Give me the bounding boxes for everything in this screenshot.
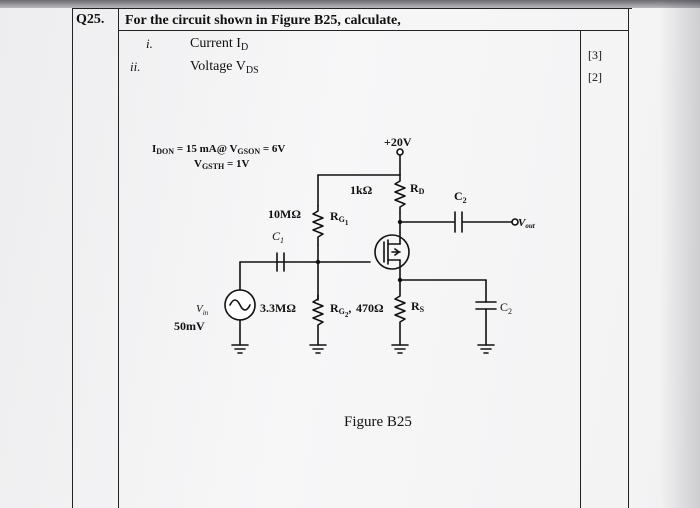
item-2-subscript: DS	[245, 65, 259, 76]
vin-label: Vin	[196, 303, 209, 317]
vout-terminal	[511, 218, 519, 226]
top-shadow	[0, 0, 700, 8]
header-underline	[118, 30, 628, 31]
item-2-marks: [2]	[588, 70, 602, 84]
param-line-2: VGSTH = 1V	[194, 158, 249, 171]
item-1-text: Current ID	[190, 36, 248, 53]
rs-value: 470Ω	[356, 301, 384, 315]
rd-value: 1kΩ	[350, 183, 373, 197]
table-right-border	[628, 8, 629, 508]
rs-label: RS	[411, 299, 425, 314]
rs-resistor	[394, 279, 406, 346]
ground-icon-rg2	[309, 344, 327, 354]
rg1-resistor	[312, 205, 324, 246]
question-prompt: For the circuit shown in Figure B25, cal…	[125, 13, 401, 28]
item-1-number: i.	[146, 36, 153, 51]
rg2-value: 3.3MΩ	[260, 301, 296, 315]
item-1-marks: [3]	[588, 48, 602, 62]
item-2-label: Voltage V	[190, 59, 246, 74]
vdd-label: +20V	[384, 135, 412, 149]
c2-top-label: C2	[454, 189, 467, 205]
figure-caption: Figure B25	[344, 414, 412, 430]
rd-resistor	[394, 174, 406, 214]
rd-label: RD	[410, 181, 425, 196]
ground-icon-c2	[477, 344, 495, 354]
c1-label: C1	[272, 229, 284, 245]
rg2-label: RG2,	[330, 301, 351, 319]
sine-icon	[229, 299, 251, 311]
item-1-label: Current I	[190, 36, 241, 51]
marks-column-divider	[580, 30, 581, 508]
rg2-resistor	[312, 294, 324, 346]
vdd-terminal	[396, 148, 404, 156]
table-top-border	[72, 8, 632, 9]
mosfet-transistor	[374, 234, 410, 270]
ground-icon-vin	[231, 344, 249, 354]
item-2-text: Voltage VDS	[190, 59, 259, 76]
c2-bottom-label: C2	[500, 300, 512, 316]
param-line-1: IDON = 15 mA@ VGSON = 6V	[152, 143, 285, 156]
vin-amplitude: 50mV	[174, 319, 205, 333]
rg1-label: RG1	[330, 209, 349, 227]
rg1-value: 10MΩ	[268, 207, 301, 221]
item-2-number: ii.	[130, 59, 141, 74]
vout-label: Vout	[518, 217, 536, 230]
question-number-divider	[118, 8, 119, 508]
ground-icon-rs	[391, 344, 409, 354]
question-number: Q25.	[76, 12, 105, 27]
right-edge-shadow	[660, 0, 700, 508]
item-1-subscript: D	[240, 42, 249, 53]
table-left-border	[72, 8, 73, 508]
